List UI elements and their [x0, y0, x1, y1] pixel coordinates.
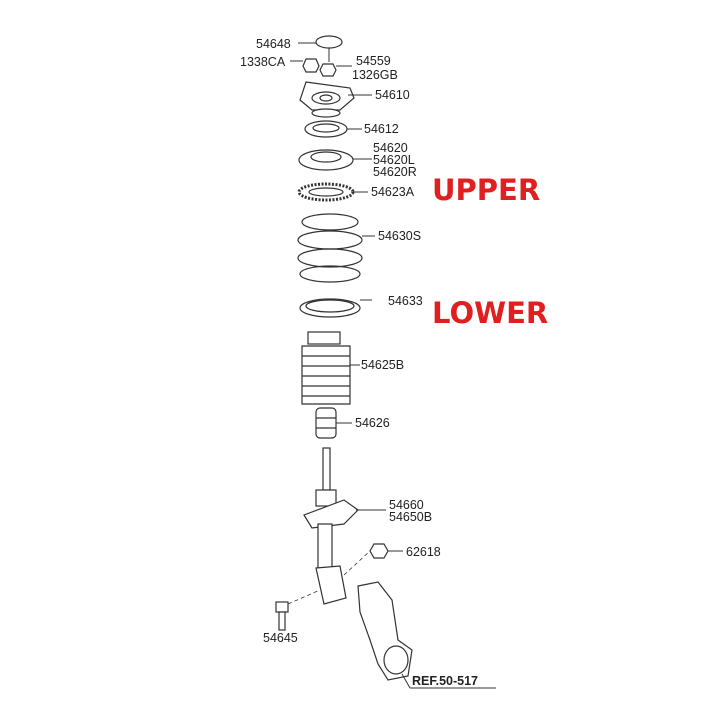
label-54660: 54660 [389, 498, 424, 512]
label-54633: 54633 [388, 294, 423, 308]
part-54625B-dust-boot [301, 331, 360, 405]
annotation-upper: UPPER [432, 173, 540, 207]
part-54623A-spring-pad [297, 182, 368, 202]
part-54620-spring-seat [298, 149, 372, 171]
label-54620L: 54620L [373, 153, 415, 167]
part-62618-nut [343, 543, 403, 576]
annotation-lower: LOWER [432, 296, 548, 330]
part-54610-top-mount [299, 81, 372, 118]
label-1338CA: 1338CA [240, 55, 286, 69]
label-54623A: 54623A [371, 185, 415, 199]
knuckle [357, 581, 496, 689]
part-54660-strut [303, 447, 386, 605]
part-nut-54559 [319, 63, 352, 77]
label-54610: 54610 [375, 88, 410, 102]
label-54626: 54626 [355, 416, 390, 430]
label-54625B: 54625B [361, 358, 404, 372]
label-54620R: 54620R [373, 165, 417, 179]
part-54633-lower-pad [299, 298, 372, 318]
part-54630S-coil-spring [297, 213, 375, 283]
label-54645: 54645 [263, 631, 298, 645]
part-54645-bolt [275, 589, 321, 631]
part-54626-bump-stop [315, 407, 352, 439]
label-54648: 54648 [256, 37, 291, 51]
part-nut-1338CA [290, 58, 320, 73]
label-54620: 54620 [373, 141, 408, 155]
part-54648-cap [298, 35, 343, 62]
label-62618: 62618 [406, 545, 441, 559]
label-1326GB: 1326GB [352, 68, 398, 82]
label-54650B: 54650B [389, 510, 432, 524]
label-54559: 54559 [356, 54, 391, 68]
part-54612-bearing [304, 120, 362, 138]
label-54630S: 54630S [378, 229, 421, 243]
label-54612: 54612 [364, 122, 399, 136]
label-ref-50-517: REF.50-517 [412, 674, 478, 688]
